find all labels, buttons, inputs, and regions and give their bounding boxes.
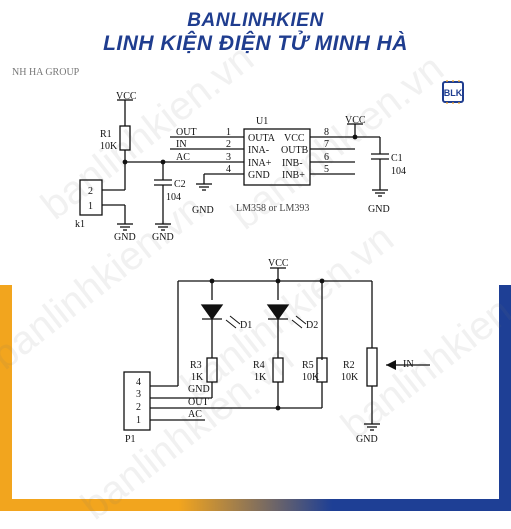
- bottom-band: [0, 499, 511, 511]
- vcc-label-bottom: VCC: [268, 258, 289, 269]
- circuit-schematic: VCC R1 10K OUT IN AC 1 2 3 4 8 7 6 5 U1 …: [75, 91, 430, 445]
- u1-pin-4: 4: [226, 164, 231, 175]
- u1-part-label: LM358 or LM393: [236, 203, 309, 214]
- brand-tagline: LINH KIỆN ĐIỆN TỬ MINH HÀ: [103, 32, 408, 55]
- net-in-top: IN: [176, 139, 187, 150]
- u1-pin-3: 3: [226, 152, 231, 163]
- u1-left-pin-ina-minus: INA-: [248, 145, 269, 156]
- r5-value: 10K: [302, 372, 320, 383]
- net-ac-top: AC: [176, 152, 190, 163]
- r5-ref: R5: [302, 360, 314, 371]
- c2-value: 104: [166, 192, 181, 203]
- u1-left-pin-ina-plus: INA+: [248, 158, 272, 169]
- u1-right-pin-outb: OUTB: [281, 145, 309, 156]
- u1-right-pin-inb-minus: INB-: [282, 158, 303, 169]
- p1-pin-3: 3: [136, 389, 141, 400]
- u1-left-pin-outa: OUTA: [248, 133, 276, 144]
- r2-value: 10K: [341, 372, 359, 383]
- brand-name: BANLINHKIEN: [187, 10, 324, 31]
- p1-ref: P1: [125, 434, 136, 445]
- net-ac-p1: AC: [188, 409, 202, 420]
- r4-value: 1K: [254, 372, 267, 383]
- r2-ref: R2: [343, 360, 355, 371]
- u1-pin-8: 8: [324, 127, 329, 138]
- k1-pin-2: 2: [88, 186, 93, 197]
- net-out-top: OUT: [176, 127, 197, 138]
- k1-ref: k1: [75, 219, 85, 230]
- p1-pin-1: 1: [136, 415, 141, 426]
- d2-label: D2: [306, 320, 318, 331]
- vcc-label-r1: VCC: [116, 91, 137, 102]
- c1-ref: C1: [391, 153, 403, 164]
- gnd-label-c1: GND: [368, 204, 390, 215]
- left-orange-band: [0, 285, 12, 511]
- gnd-label-k1: GND: [114, 232, 136, 243]
- u1-pin-7: 7: [324, 139, 329, 150]
- p1-pin-4: 4: [136, 377, 141, 388]
- net-in-bottom: IN: [403, 359, 414, 370]
- r3-value: 1K: [191, 372, 204, 383]
- c2-ref: C2: [174, 179, 186, 190]
- r1-value: 10K: [100, 141, 118, 152]
- schematic-frame: [12, 67, 499, 499]
- r4-ref: R4: [253, 360, 265, 371]
- gnd-label-u1: GND: [192, 205, 214, 216]
- p1-pin-2: 2: [136, 402, 141, 413]
- r3-ref: R3: [190, 360, 202, 371]
- logo-text: BLK: [444, 88, 463, 98]
- gnd-label-c2: GND: [152, 232, 174, 243]
- net-gnd-p1: GND: [188, 384, 210, 395]
- u1-right-pin-vcc: VCC: [284, 133, 305, 144]
- u1-ref: U1: [256, 116, 268, 127]
- blk-logo-icon: BLK: [442, 80, 464, 104]
- c1-value: 104: [391, 166, 406, 177]
- u1-pin-2: 2: [226, 139, 231, 150]
- u1-pin-5: 5: [324, 164, 329, 175]
- u1-pin-1: 1: [226, 127, 231, 138]
- u1-pin-6: 6: [324, 152, 329, 163]
- r1-ref: R1: [100, 129, 112, 140]
- d1-label: D1: [240, 320, 252, 331]
- gnd-label-r2: GND: [356, 434, 378, 445]
- vcc-label-u1: VCC: [345, 115, 366, 126]
- u1-right-pin-inb-plus: INB+: [282, 170, 305, 181]
- net-out-p1: OUT: [188, 397, 209, 408]
- u1-left-pin-gnd: GND: [248, 170, 270, 181]
- k1-pin-1: 1: [88, 201, 93, 212]
- right-blue-band: [499, 285, 511, 511]
- group-label: NH HA GROUP: [12, 67, 80, 78]
